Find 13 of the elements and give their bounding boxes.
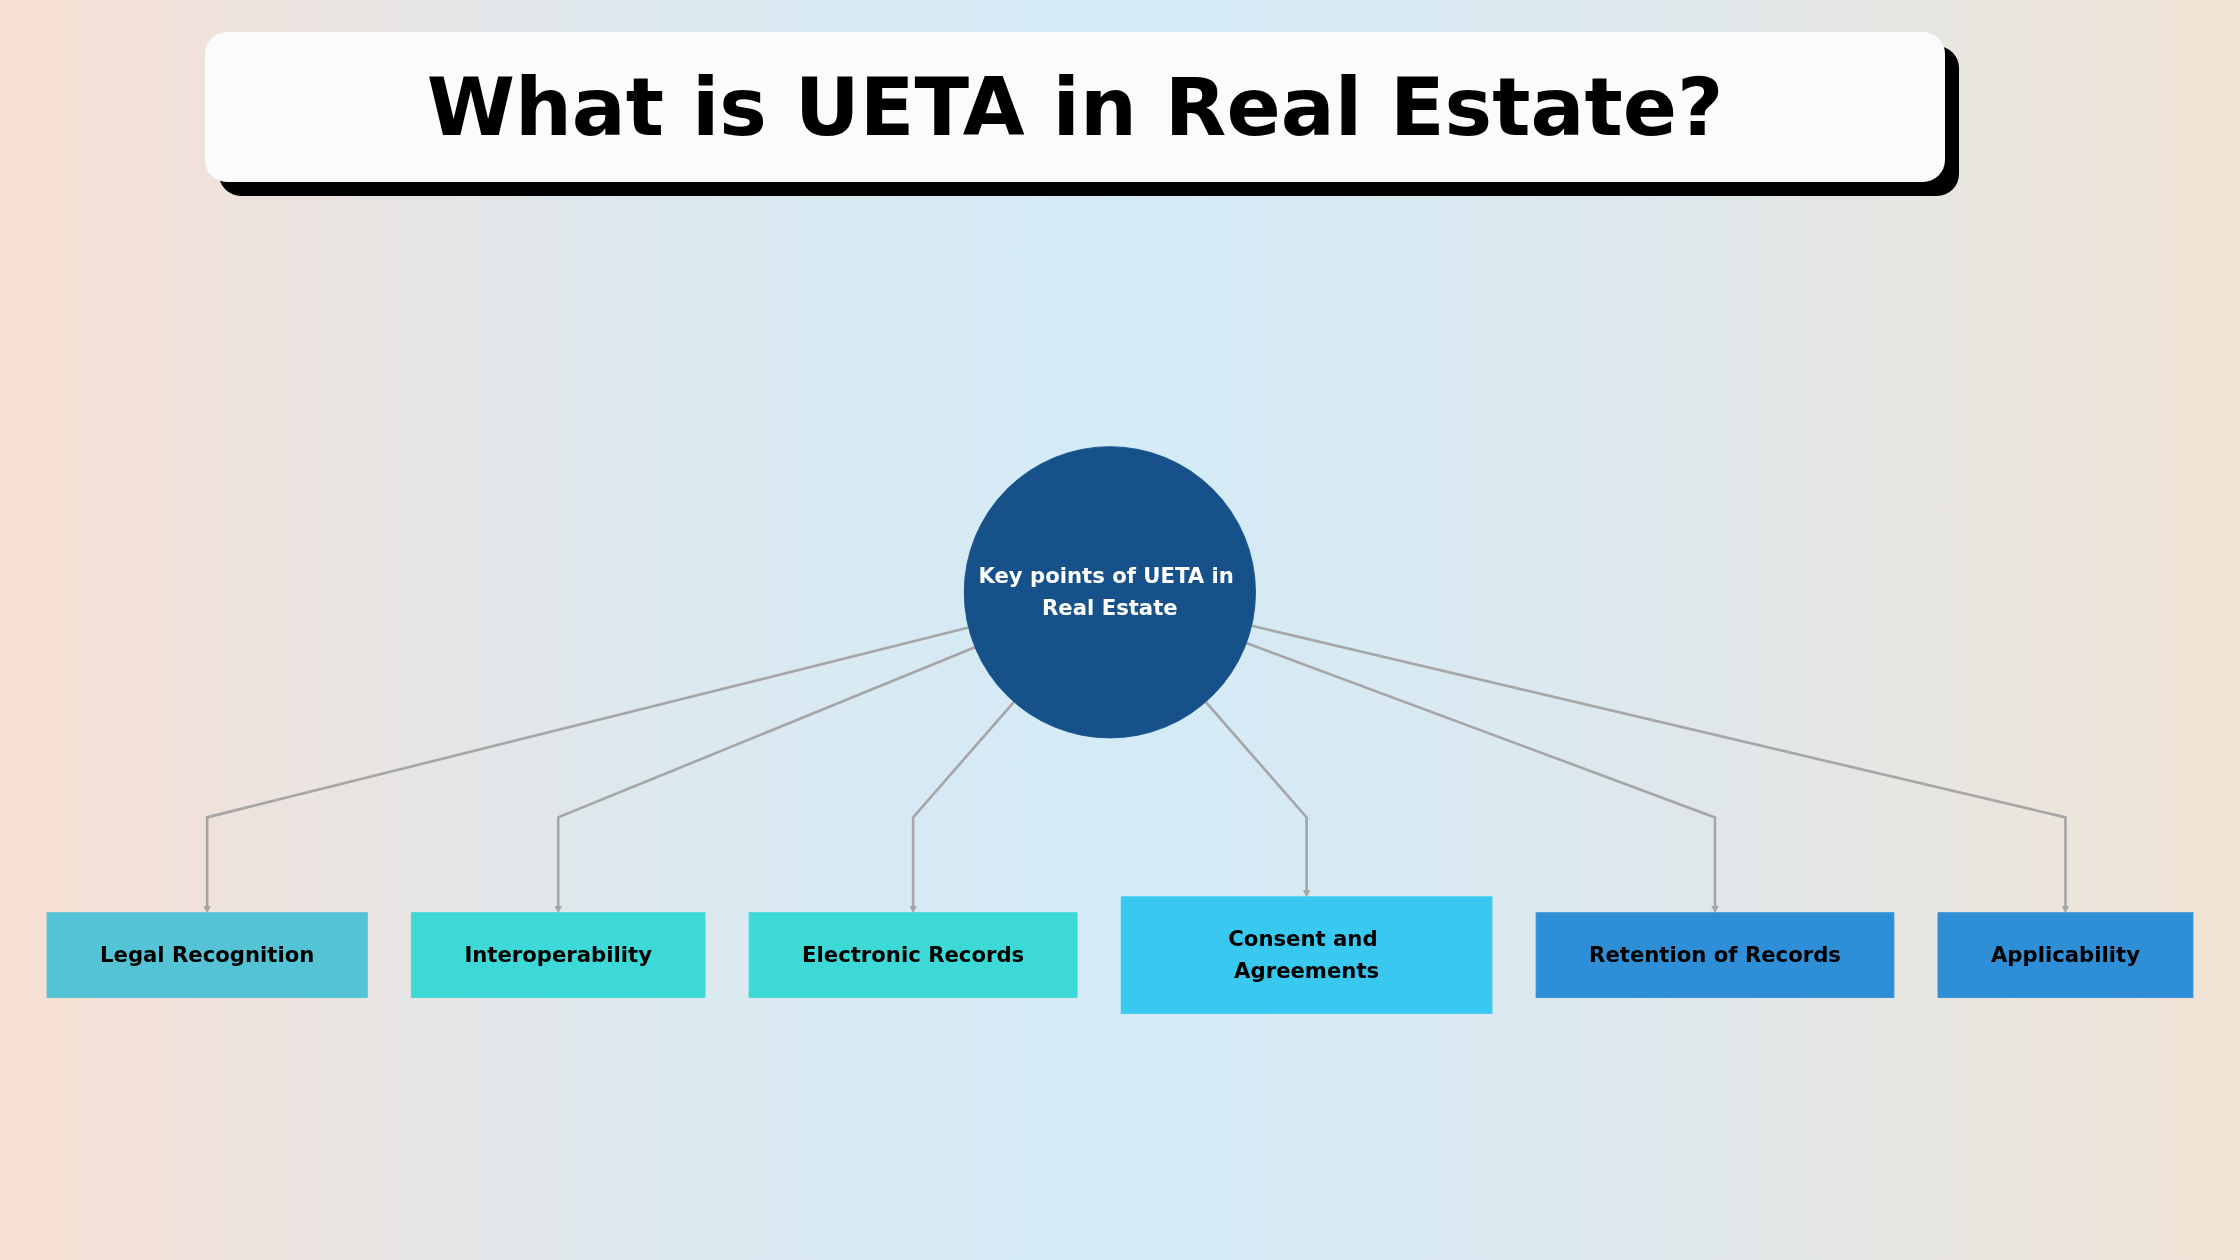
- node-box: Interoperability: [411, 912, 706, 998]
- arrow: [1204, 701, 1311, 898]
- arrow: [1251, 624, 2070, 914]
- node-circle: Key points of UETA in Real Estate: [963, 446, 1256, 739]
- arrow: [909, 701, 1015, 914]
- node-box: Electronic Records: [748, 912, 1078, 998]
- node-box: Applicability: [1937, 912, 2194, 998]
- node-box: Retention of Records: [1535, 912, 1895, 998]
- node-box: Legal Recognition: [46, 912, 368, 998]
- arrow: [203, 626, 969, 914]
- arrow: [554, 646, 976, 914]
- node-box: Consent and Agreements: [1120, 896, 1493, 1014]
- arrow: [1245, 641, 1719, 914]
